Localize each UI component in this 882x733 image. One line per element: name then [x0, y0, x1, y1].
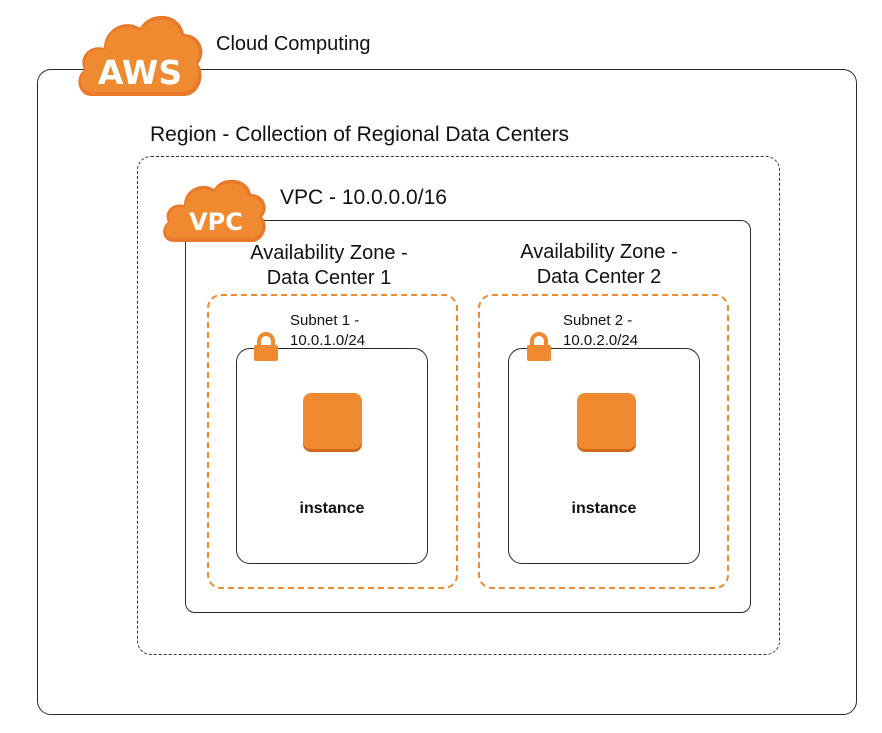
subnet-1-line2: 10.0.1.0/24 — [290, 332, 366, 349]
lock-icon — [254, 332, 278, 361]
instance-icon — [577, 393, 636, 452]
az-2-line2: Data Center 2 — [536, 266, 662, 288]
instance-icon — [303, 393, 362, 452]
availability-zone-2-label: Availability Zone - Data Center 2 — [489, 240, 709, 290]
vpc-cloud-icon: VPC — [163, 179, 266, 242]
aws-badge-text: AWS — [98, 53, 182, 92]
vpc-badge-text: VPC — [189, 208, 243, 236]
cloud-computing-container — [37, 69, 857, 715]
instance-2-label: instance — [571, 500, 637, 517]
instance-1-label: instance — [299, 500, 365, 517]
subnet-2-line1: Subnet 2 - — [563, 312, 633, 329]
subnet-2-label: Subnet 2 - 10.0.2.0/24 — [563, 311, 638, 351]
az-1-line2: Data Center 1 — [266, 267, 392, 289]
az-2-line1: Availability Zone - — [520, 241, 678, 263]
lock-icon — [527, 332, 551, 361]
region-container — [137, 156, 780, 655]
vpc-label: VPC - 10.0.0.0/16 — [280, 186, 447, 209]
az-1-line1: Availability Zone - — [250, 242, 408, 264]
subnet-1-line1: Subnet 1 - — [290, 312, 360, 329]
subnet-1-label: Subnet 1 - 10.0.1.0/24 — [290, 311, 365, 351]
subnet-1-container — [207, 294, 458, 589]
instance-1-container — [236, 348, 428, 564]
subnet-2-container — [478, 294, 729, 589]
availability-zone-1-label: Availability Zone - Data Center 1 — [219, 241, 439, 291]
aws-cloud-icon: AWS — [78, 15, 203, 97]
region-label: Region - Collection of Regional Data Cen… — [150, 123, 570, 146]
cloud-computing-label: Cloud Computing — [216, 33, 371, 55]
vpc-container — [185, 220, 751, 613]
instance-2-container — [508, 348, 700, 564]
subnet-2-line2: 10.0.2.0/24 — [563, 332, 639, 349]
